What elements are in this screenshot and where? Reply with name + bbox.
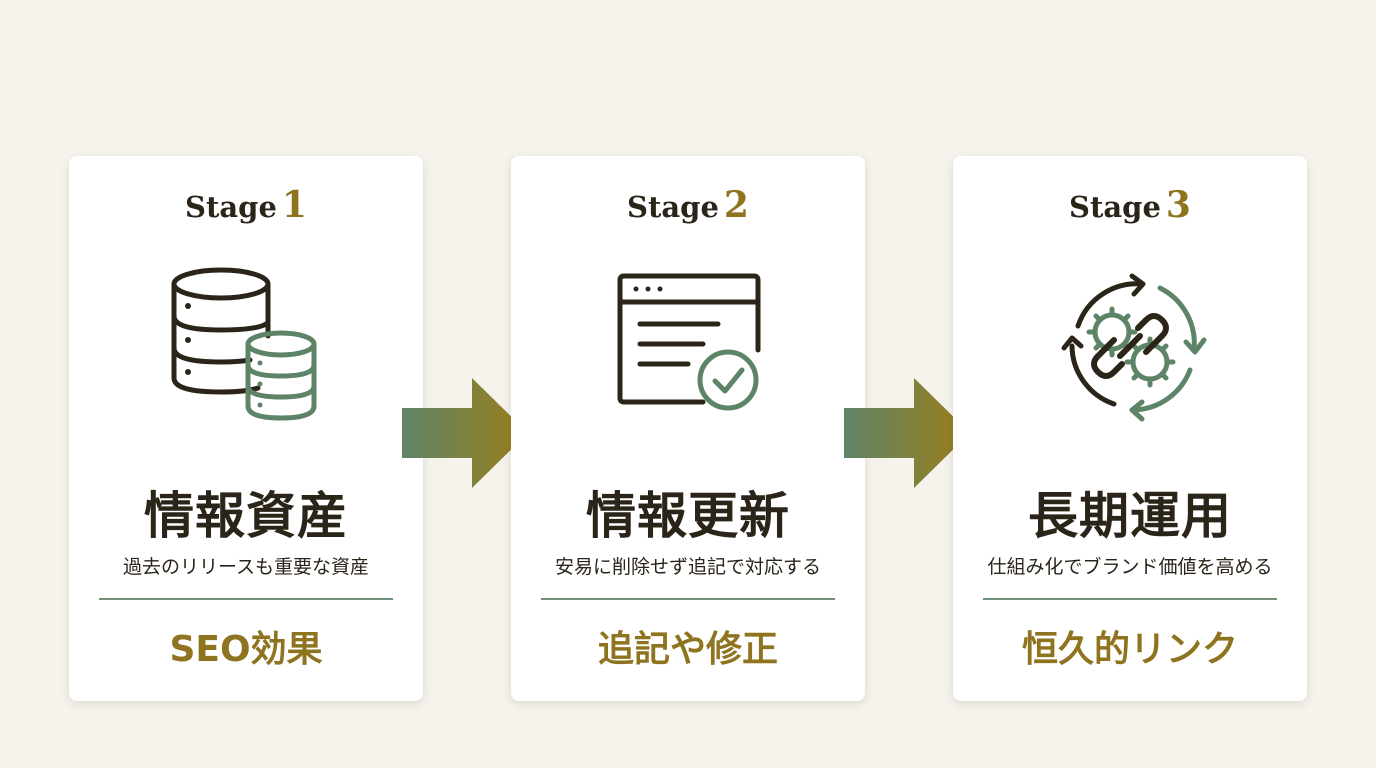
divider <box>99 598 393 600</box>
stage-word: Stage <box>627 190 719 224</box>
stage-result: 追記や修正 <box>597 629 778 670</box>
stage-title: 長期運用 <box>1028 486 1232 545</box>
database-icon <box>171 267 317 421</box>
divider <box>983 598 1277 600</box>
stage-subtitle: 過去のリリースも重要な資産 <box>122 556 370 578</box>
stage-word: Stage <box>185 190 277 224</box>
stage-number: 3 <box>1165 184 1191 226</box>
stage-subtitle: 安易に削除せず追記で対応する <box>554 556 821 578</box>
cycle-link-icon <box>1061 273 1207 422</box>
divider <box>541 598 835 600</box>
stage-title: 情報更新 <box>586 486 790 545</box>
stage-result: SEO効果 <box>169 629 323 670</box>
stage-word: Stage <box>1069 190 1161 224</box>
arrow-right-icon <box>844 378 970 488</box>
stage-number: 2 <box>723 184 749 226</box>
stage-title: 情報資産 <box>144 486 348 545</box>
document-check-icon <box>617 273 761 411</box>
stage-subtitle: 仕組み化でブランド価値を高める <box>987 556 1273 578</box>
stage-number: 1 <box>281 184 307 226</box>
stage-result: 恒久的リンク <box>1021 629 1238 670</box>
arrow-right-icon <box>402 378 528 488</box>
